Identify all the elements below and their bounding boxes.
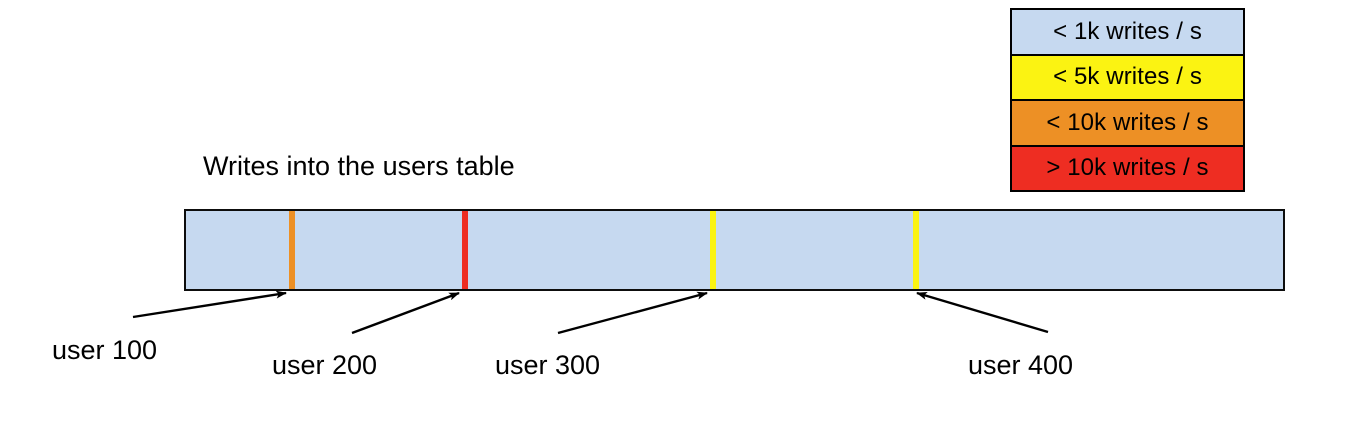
annotation-label-user-200: user 200 bbox=[272, 350, 378, 380]
annotation-label-user-300: user 300 bbox=[495, 350, 601, 380]
legend-item-under-10k[interactable]: < 10k writes / s bbox=[1012, 101, 1243, 147]
legend-item-label: < 5k writes / s bbox=[1053, 63, 1202, 91]
legend-item-under-5k[interactable]: < 5k writes / s bbox=[1012, 55, 1243, 101]
chart-title: Writes into the users table bbox=[203, 151, 515, 181]
bar-stripe-user-400[interactable] bbox=[913, 211, 919, 289]
legend: < 1k writes / s < 5k writes / s < 10k wr… bbox=[1010, 8, 1245, 192]
bar-stripe-user-100[interactable] bbox=[289, 211, 295, 289]
bar-stripe-user-300[interactable] bbox=[710, 211, 716, 289]
arrow-user-200 bbox=[351, 291, 460, 335]
users-table-bar[interactable] bbox=[184, 209, 1285, 291]
bar-stripe-user-200[interactable] bbox=[462, 211, 468, 289]
annotation-label-user-400: user 400 bbox=[968, 350, 1074, 380]
arrow-user-400 bbox=[916, 291, 1049, 334]
arrow-user-300 bbox=[557, 291, 708, 335]
legend-item-label: < 10k writes / s bbox=[1046, 108, 1209, 136]
legend-item-label: < 1k writes / s bbox=[1053, 17, 1202, 45]
legend-item-over-10k[interactable]: > 10k writes / s bbox=[1012, 146, 1243, 190]
legend-item-under-1k[interactable]: < 1k writes / s bbox=[1012, 10, 1243, 56]
legend-item-label: > 10k writes / s bbox=[1046, 154, 1209, 182]
arrow-user-100 bbox=[132, 290, 287, 319]
annotation-label-user-100: user 100 bbox=[52, 335, 158, 365]
